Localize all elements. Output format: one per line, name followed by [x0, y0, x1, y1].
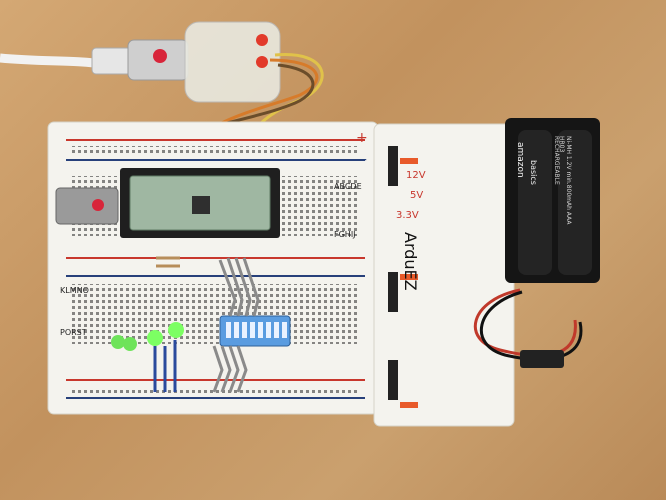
serial-adapter — [184, 21, 281, 103]
label-5v-top: 5V — [410, 190, 424, 201]
battery-spec: Ni-MH 1.2V min.800mAh AAA HR03 — [558, 136, 572, 225]
row-labels-abcde: ABCDE — [334, 182, 362, 191]
led-group — [111, 322, 184, 351]
adapter-led — [153, 49, 167, 63]
label-12v-top: 12V — [406, 170, 426, 181]
rail-plus-top: + — [356, 130, 368, 146]
battery-sub: basics — [529, 160, 538, 185]
rail-minus-top: − — [356, 152, 368, 168]
row-labels-klmno: KLMNO — [60, 286, 89, 295]
breadboard — [47, 121, 379, 415]
power-module-brand: ArduEZ — [401, 232, 420, 291]
usb-plug — [91, 47, 133, 75]
label-33v-top: 3.3V — [396, 210, 419, 221]
row-labels-porst: PORST — [60, 328, 87, 337]
usb-cable — [0, 53, 101, 69]
row-labels-fghij: FGHIJ — [334, 230, 356, 239]
battery-brand: amazon — [515, 142, 525, 178]
usb-c-module — [55, 187, 119, 225]
